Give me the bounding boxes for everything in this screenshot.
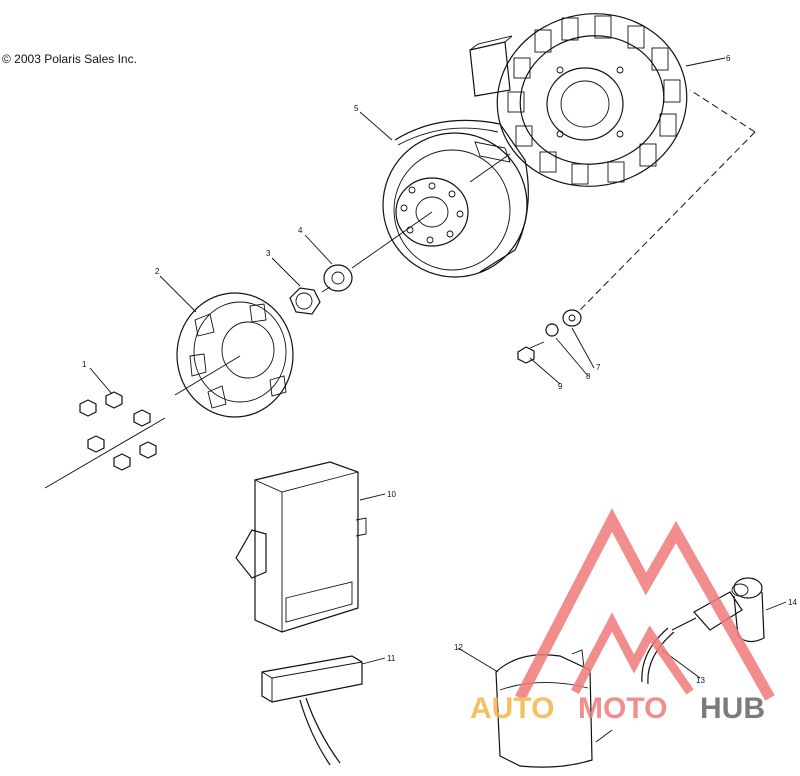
callout-5: 5 — [354, 104, 359, 113]
washer-part — [323, 264, 353, 292]
callout-6: 6 — [726, 54, 731, 63]
spark-lead-part — [641, 617, 697, 685]
callout-1: 1 — [82, 360, 87, 369]
assembly-axis-lines — [44, 89, 756, 489]
callout-4: 4 — [298, 226, 303, 235]
watermark-logo: AUTO MOTO HUB — [470, 508, 775, 725]
callout-3: 3 — [266, 249, 271, 258]
nut-part — [289, 287, 321, 315]
watermark-auto: AUTO — [470, 692, 554, 725]
cdi-box-part — [235, 461, 367, 633]
copyright-notice: © 2003 Polaris Sales Inc. — [2, 52, 137, 66]
bolt-set-part — [79, 391, 157, 471]
small-hardware-part — [517, 309, 582, 364]
watermark-moto: MOTO — [578, 692, 667, 725]
stator-part — [469, 13, 688, 187]
leader-lines — [89, 57, 787, 743]
connector-part — [261, 655, 363, 766]
callout-12: 12 — [454, 643, 463, 652]
flywheel-part — [382, 119, 529, 278]
watermark-hub: HUB — [700, 692, 765, 725]
callout-7: 7 — [596, 363, 601, 372]
callout-8: 8 — [586, 372, 591, 381]
callout-11: 11 — [387, 654, 396, 663]
starter-cup-part — [176, 292, 294, 418]
callout-14: 14 — [788, 598, 797, 607]
callout-9: 9 — [558, 382, 563, 391]
callout-2: 2 — [155, 267, 160, 276]
callout-10: 10 — [387, 490, 396, 499]
callout-labels: 1 2 3 4 5 6 7 8 9 10 11 12 13 14 — [82, 54, 797, 685]
callout-13: 13 — [696, 676, 705, 685]
